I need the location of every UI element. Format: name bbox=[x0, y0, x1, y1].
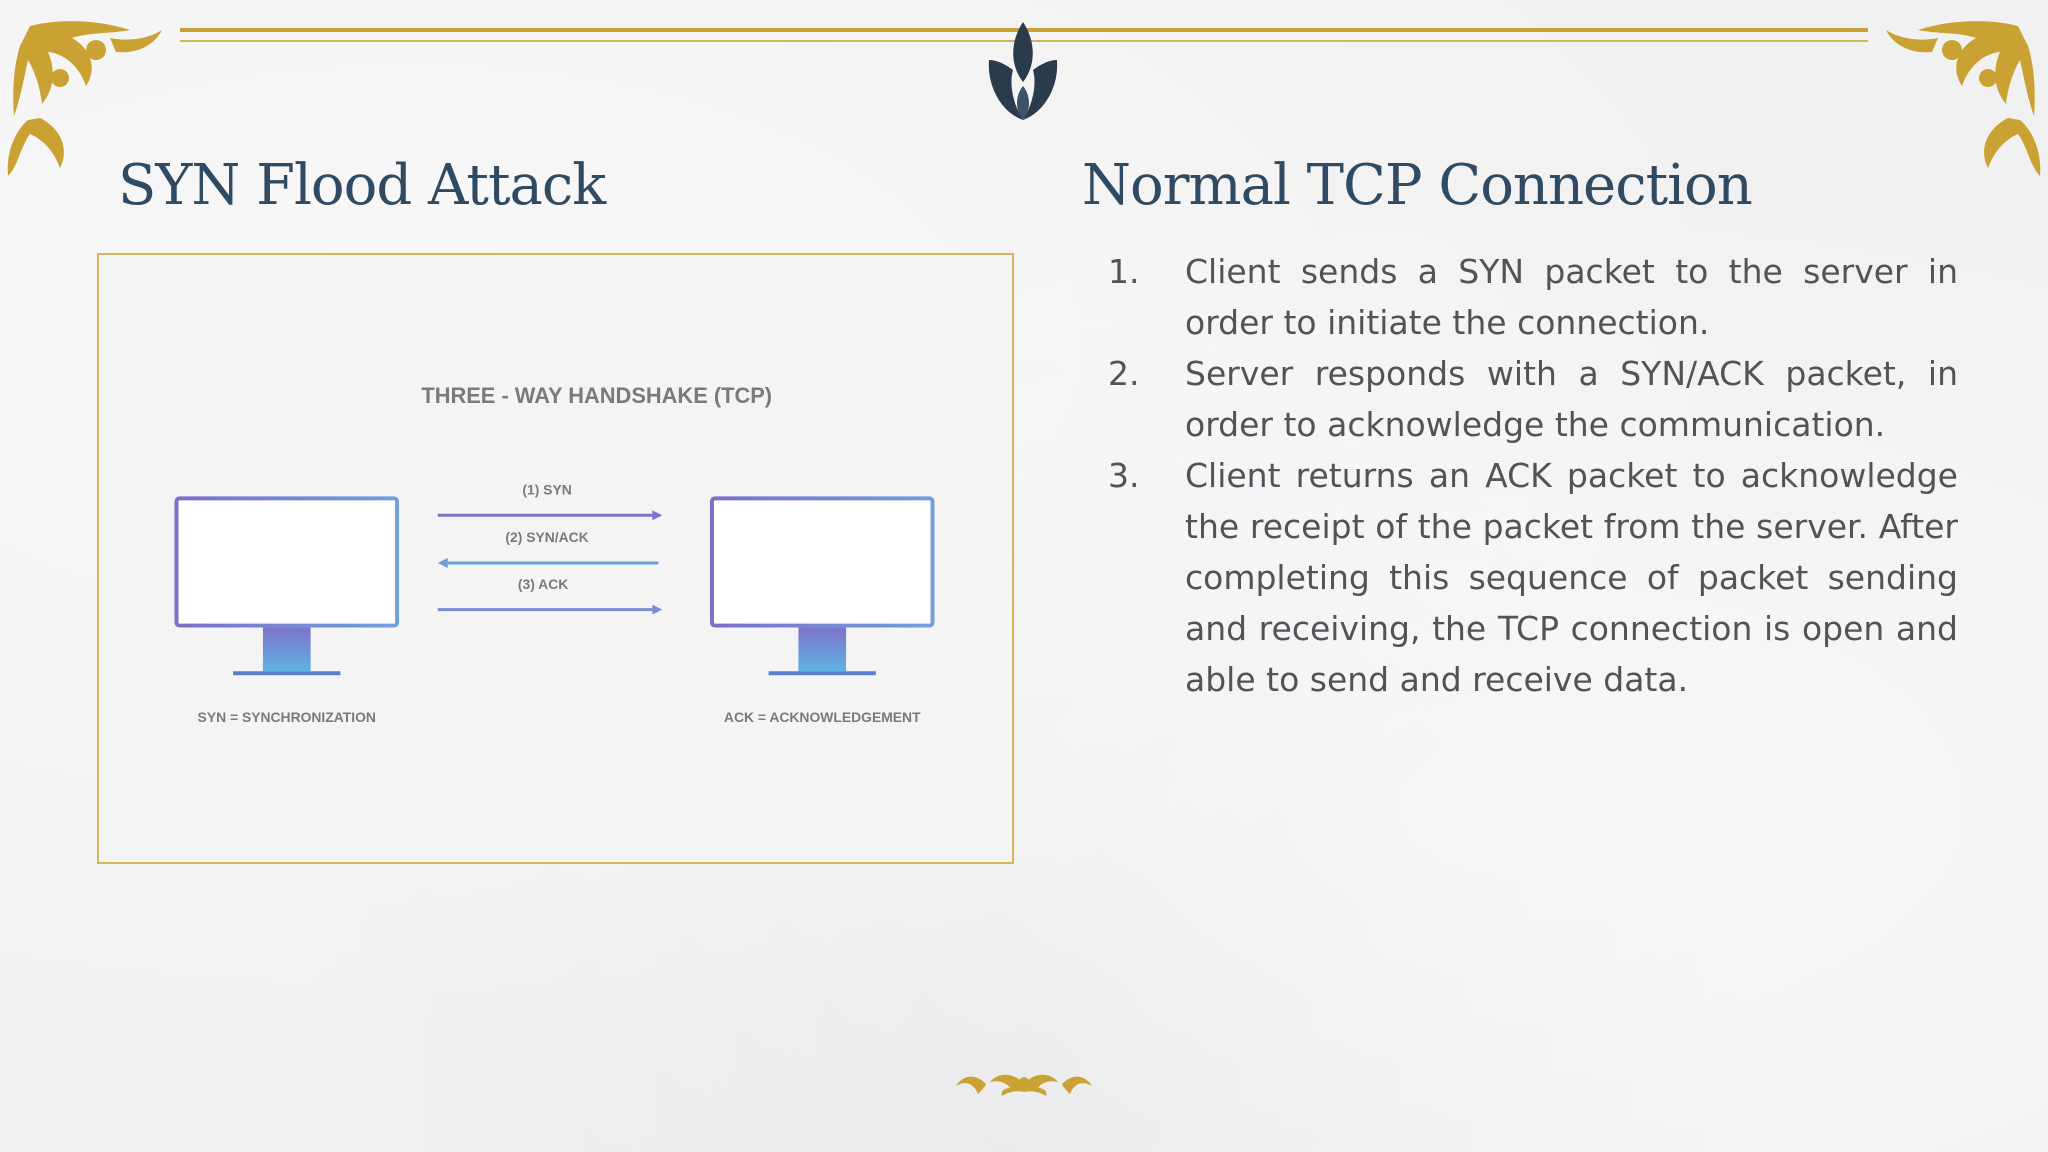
syn-ack-arrow-icon bbox=[437, 558, 659, 568]
arrow-label-ack: (3) ACK bbox=[518, 576, 568, 592]
diagram-title: THREE - WAY HANDSHAKE (TCP) bbox=[421, 383, 772, 408]
ack-caption: ACK = ACKNOWLEDGEMENT bbox=[724, 709, 921, 725]
server-monitor-icon bbox=[709, 496, 935, 676]
tcp-steps-list: 1. Client sends a SYN packet to the serv… bbox=[1108, 246, 1958, 705]
handshake-diagram-figure: THREE - WAY HANDSHAKE (TCP) (1) SYN (2) … bbox=[174, 383, 935, 725]
client-monitor-icon bbox=[174, 496, 400, 676]
syn-caption: SYN = SYNCHRONIZATION bbox=[198, 709, 376, 725]
handshake-diagram: THREE - WAY HANDSHAKE (TCP) (1) SYN (2) … bbox=[97, 253, 1014, 864]
step-number: 1. bbox=[1108, 252, 1140, 291]
ack-arrow-icon bbox=[437, 604, 663, 615]
bottom-flourish-icon bbox=[956, 1074, 1092, 1096]
step-number: 3. bbox=[1108, 456, 1140, 495]
step-number: 2. bbox=[1108, 354, 1140, 393]
list-item: 3. Client returns an ACK packet to ackno… bbox=[1108, 450, 1958, 705]
arrow-label-syn: (1) SYN bbox=[522, 481, 571, 497]
syn-arrow-icon bbox=[437, 510, 663, 521]
step-text: Client sends a SYN packet to the server … bbox=[1185, 252, 1958, 342]
step-text: Client returns an ACK packet to acknowle… bbox=[1185, 456, 1958, 699]
lotus-emblem-icon bbox=[988, 22, 1058, 120]
corner-ornament-right-icon bbox=[1886, 21, 2041, 176]
step-text: Server responds with a SYN/ACK packet, i… bbox=[1185, 354, 1958, 444]
list-item: 2. Server responds with a SYN/ACK packet… bbox=[1108, 348, 1958, 450]
left-slide-title: SYN Flood Attack bbox=[118, 153, 606, 218]
arrow-label-syn-ack: (2) SYN/ACK bbox=[505, 529, 588, 545]
right-slide-title: Normal TCP Connection bbox=[1082, 153, 1753, 218]
list-item: 1. Client sends a SYN packet to the serv… bbox=[1108, 246, 1958, 348]
corner-ornament-left-icon bbox=[7, 21, 162, 176]
